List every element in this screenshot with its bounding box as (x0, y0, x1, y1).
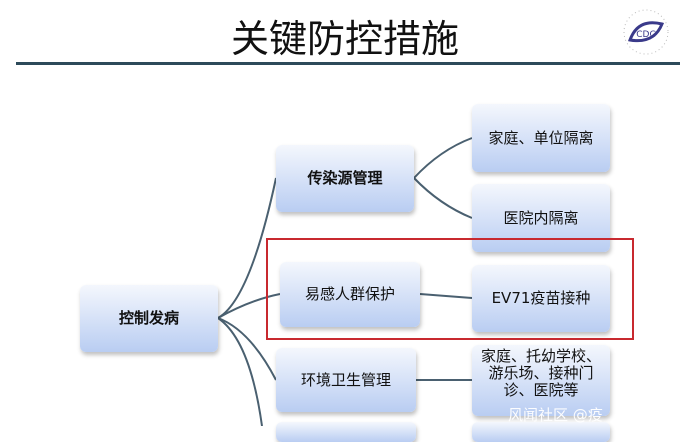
title-divider (16, 62, 680, 65)
highlight-frame (266, 238, 634, 340)
logo-text: CDC (636, 30, 656, 40)
leaf-node: 家庭、单位隔离 (472, 104, 610, 172)
partial-node (276, 422, 416, 442)
branch-node-environment: 环境卫生管理 (276, 348, 416, 412)
partial-node (472, 422, 610, 442)
leaf-node: 医院内隔离 (472, 184, 610, 252)
cdc-logo-icon: CDC (623, 9, 669, 55)
page-title: 关键防控措施 (230, 17, 459, 61)
leaf-node: EV71疫苗接种 (472, 265, 610, 332)
watermark: 风闻社区 @疫 (508, 406, 603, 424)
branch-node-susceptible: 易感人群保护 (280, 262, 420, 327)
connector-lines (217, 137, 473, 426)
root-node: 控制发病 (80, 285, 218, 352)
leaf-node: 家庭、托幼学校、游乐场、接种门诊、医院等 (472, 345, 610, 416)
branch-node-source: 传染源管理 (276, 145, 414, 212)
